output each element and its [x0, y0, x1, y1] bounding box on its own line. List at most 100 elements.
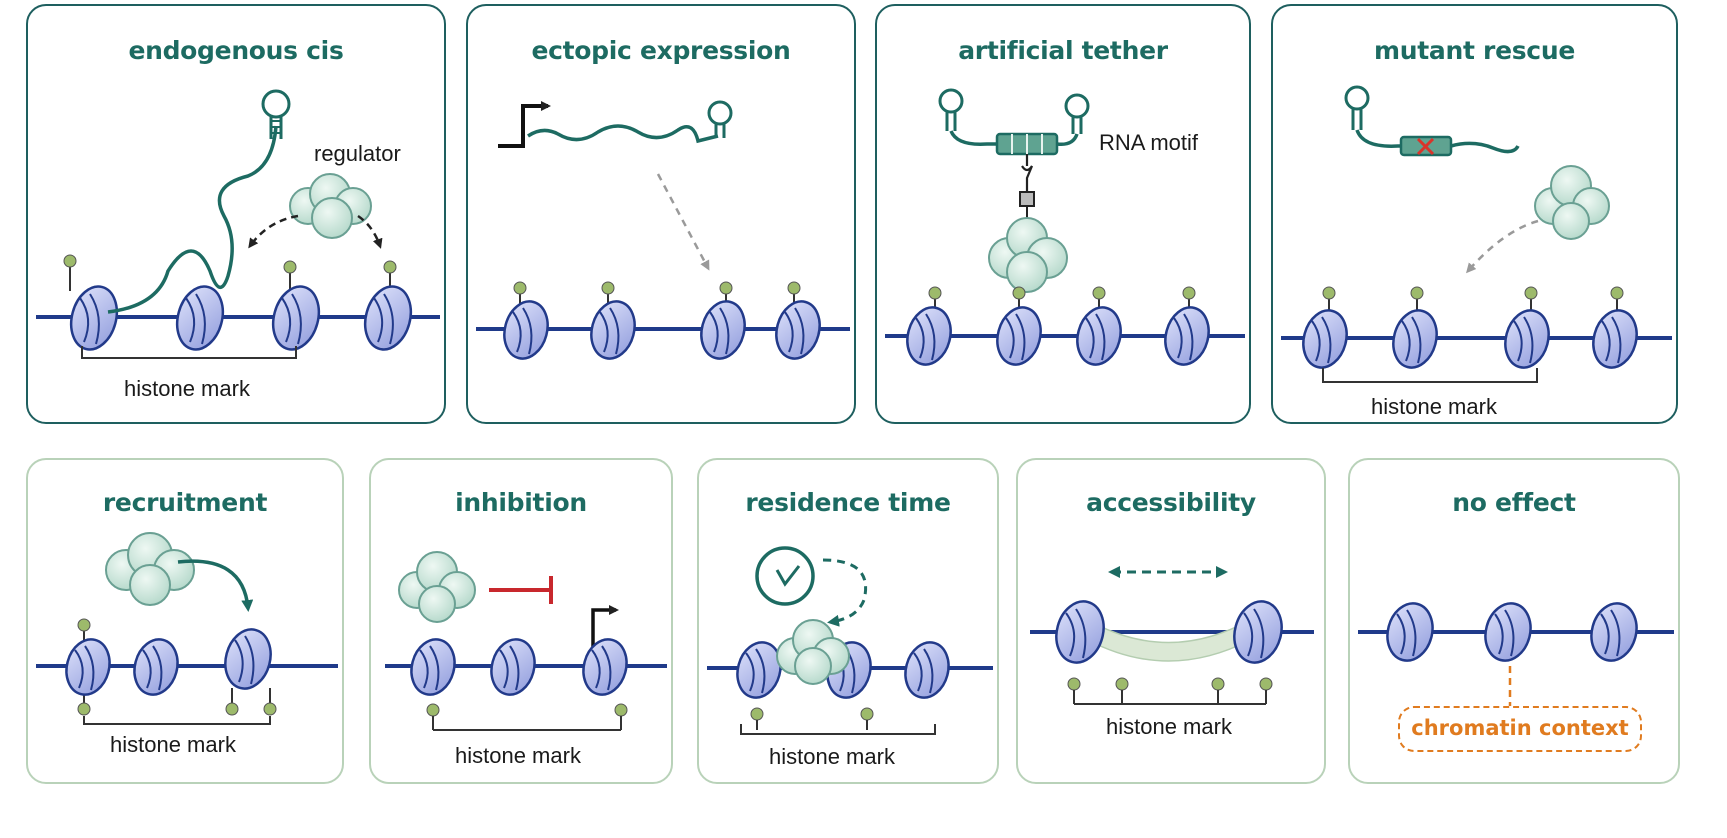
protein-complex-icon — [988, 217, 1068, 293]
bracket — [83, 716, 271, 725]
histone-mark-icon — [601, 281, 615, 311]
histone-mark-icon — [1115, 677, 1129, 704]
rna-hairpin-icon — [261, 89, 291, 139]
nucleosome-icon — [410, 638, 456, 696]
nucleosome-icon — [904, 641, 950, 699]
panel-endogenous-cis: endogenous cis regulator histone mar — [26, 4, 446, 424]
nucleosome-icon — [906, 306, 952, 366]
rna-strand — [107, 125, 278, 314]
panel-title: artificial tether — [958, 36, 1168, 65]
nucleosome-icon — [700, 300, 746, 360]
nucleosome-icon — [1233, 600, 1283, 664]
histone-mark-label: histone mark — [110, 732, 236, 757]
nucleosome-icon — [1386, 602, 1434, 662]
inhibition-bar-icon — [489, 576, 553, 604]
rna-strand — [1355, 129, 1401, 148]
histone-mark-icon — [263, 688, 277, 716]
histone-mark-icon — [63, 254, 77, 291]
panel-title: accessibility — [1086, 488, 1256, 517]
dashed-arrow — [822, 558, 867, 627]
nucleosome-icon — [996, 306, 1042, 366]
rna-motif-box — [995, 132, 1059, 156]
panel-title: mutant rescue — [1374, 36, 1575, 65]
dashed-arrow — [1466, 219, 1539, 274]
recruitment-illustration — [36, 532, 338, 725]
regulator-label: regulator — [314, 141, 401, 166]
bracket — [740, 724, 936, 735]
nucleosome-icon — [1504, 309, 1550, 369]
panel-title: inhibition — [455, 488, 587, 517]
nucleosome-icon — [736, 641, 782, 699]
histone-mark-icon — [225, 688, 239, 716]
nucleosome-icon — [271, 285, 321, 351]
inhibition-illustration — [385, 551, 667, 731]
panel-accessibility: accessibility histone mark — [1016, 458, 1326, 784]
panel-title: recruitment — [102, 488, 268, 517]
recruit-arrow — [177, 559, 254, 612]
rna-hairpin-icon — [707, 100, 733, 138]
rna-hairpin-icon — [1344, 85, 1370, 130]
dashed-arrow — [656, 173, 710, 271]
nucleosome-icon — [1484, 602, 1532, 662]
histone-mark-icon — [1259, 677, 1273, 704]
nucleosome-icon — [1392, 309, 1438, 369]
histone-mark-icon — [426, 703, 440, 730]
panel-title: residence time — [745, 488, 951, 517]
residence-time-illustration — [707, 546, 993, 735]
protein-complex-icon — [398, 551, 476, 623]
histone-mark-icon — [614, 703, 628, 730]
histone-mark-icon — [860, 707, 874, 730]
nucleosome-icon — [1164, 306, 1210, 366]
histone-mark-icon — [750, 707, 764, 730]
nucleosome-icon — [133, 638, 179, 696]
tether-tag — [1019, 191, 1035, 207]
histone-mark-icon — [1211, 677, 1225, 704]
panel-residence-time: residence time histone mark — [697, 458, 999, 784]
panel-recruitment: recruitment histone mark — [26, 458, 344, 784]
protein-complex-icon — [776, 619, 850, 685]
ectopic-expression-illustration — [476, 100, 850, 360]
no-effect-illustration — [1358, 602, 1674, 706]
protein-complex-icon — [105, 532, 195, 606]
bracket — [1322, 368, 1538, 383]
panel-ectopic-expression: ectopic expression — [466, 4, 856, 424]
histone-mark-label: histone mark — [1106, 714, 1232, 739]
rna-strand — [1450, 141, 1520, 154]
endogenous-cis-illustration — [36, 89, 440, 359]
nucleosome-icon — [175, 285, 225, 351]
artificial-tether-illustration — [885, 88, 1245, 366]
rna-strand — [949, 130, 997, 146]
chromatin-context-box: chromatin context — [1398, 706, 1642, 752]
nucleosome-icon — [590, 300, 636, 360]
histone-mark-label: histone mark — [455, 743, 581, 768]
bracket — [81, 346, 297, 359]
nucleosome-icon — [490, 638, 536, 696]
nucleosome-icon — [1076, 306, 1122, 366]
rna-strand — [527, 124, 719, 144]
nucleosome-icon — [582, 638, 628, 696]
histone-mark-icon — [77, 618, 91, 646]
nucleosome-icon — [503, 300, 549, 360]
protein-complex-icon — [1534, 165, 1610, 240]
panel-title: endogenous cis — [128, 36, 344, 65]
histone-mark-icon — [1092, 286, 1106, 316]
histone-mark-label: histone mark — [124, 376, 250, 401]
nucleosome-icon — [775, 300, 821, 360]
panel-no-effect: no effect chromatin context — [1348, 458, 1680, 784]
promoter-arrow-icon — [498, 101, 551, 148]
panel-title: no effect — [1452, 488, 1576, 517]
dashed-arrow — [248, 214, 299, 249]
histone-mark-icon — [77, 688, 91, 716]
nucleosome-icon — [363, 285, 413, 351]
panel-inhibition: inhibition histone mark — [369, 458, 673, 784]
clock-icon — [755, 546, 815, 606]
histone-mark-icon — [1067, 677, 1081, 704]
nucleosome-icon — [1055, 600, 1105, 664]
mutation-x-icon — [1416, 137, 1435, 156]
nucleosome-icon — [1592, 309, 1638, 369]
nucleosome-icon — [1590, 602, 1638, 662]
rna-hairpin-icon — [1064, 93, 1090, 134]
panel-title: ectopic expression — [531, 36, 791, 65]
protein-complex-icon — [289, 173, 372, 239]
dashed-arrow — [357, 214, 383, 249]
